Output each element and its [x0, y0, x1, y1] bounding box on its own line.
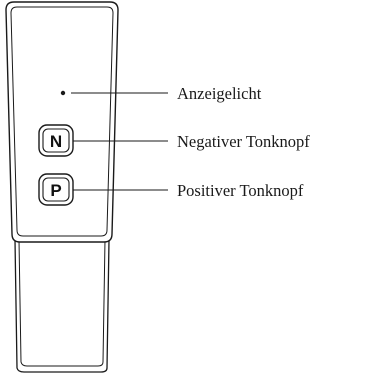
negative-button-letter: N	[50, 132, 62, 151]
remote-handle-inner	[18, 239, 106, 367]
indicator-light-label: Anzeigelicht	[177, 84, 262, 103]
positive-button-label: Positiver Tonknopf	[177, 181, 304, 200]
remote-body-inner	[10, 6, 114, 237]
indicator-light	[60, 90, 66, 96]
positive-button-letter: P	[50, 181, 61, 200]
remote-handle	[14, 239, 110, 373]
positive-tone-button[interactable]: P	[38, 173, 74, 206]
negative-button-label: Negativer Tonknopf	[177, 132, 310, 151]
negative-tone-button[interactable]: N	[38, 124, 74, 157]
remote-body-outer	[5, 1, 119, 243]
